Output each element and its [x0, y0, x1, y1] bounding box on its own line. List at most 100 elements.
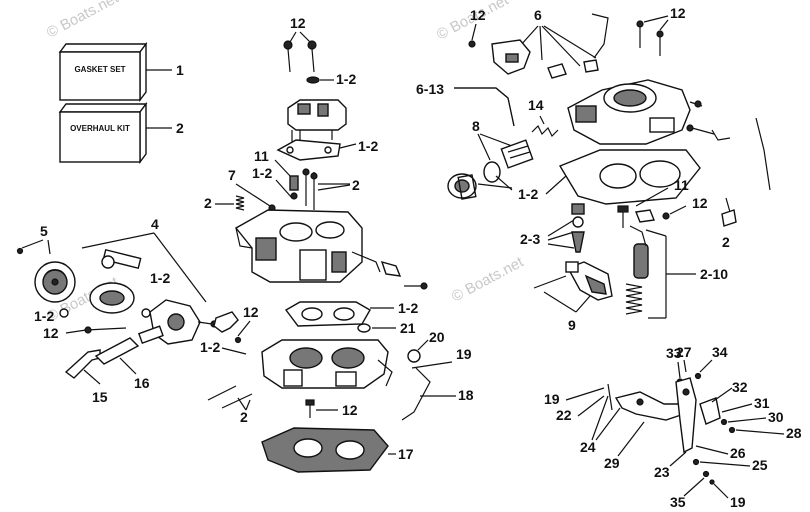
- callout-22: 22: [556, 407, 572, 423]
- callout-1-2: 1-2: [336, 71, 356, 87]
- throttle-lever: [380, 260, 402, 277]
- power-piston-clip: [635, 209, 655, 223]
- callout-24: 24: [580, 439, 596, 455]
- callout-23: 23: [654, 464, 670, 480]
- washer: [306, 76, 320, 84]
- callout-26: 26: [730, 445, 746, 461]
- accelerator-pump-housing: [137, 299, 218, 345]
- choke-gasket: [276, 139, 341, 161]
- callout-1-2: 1-2: [150, 270, 170, 286]
- screw: [468, 40, 476, 48]
- idle-mixture-screws: [207, 385, 253, 409]
- air-horn-gasket: [558, 149, 701, 205]
- screw: [662, 212, 670, 220]
- callout-2: 2: [240, 409, 248, 425]
- clip: [709, 479, 715, 485]
- callout-20: 20: [429, 329, 445, 345]
- callout-4: 4: [151, 216, 159, 232]
- screw-pair: [636, 20, 664, 56]
- callout-25: 25: [752, 457, 768, 473]
- callout-1-2: 1-2: [518, 186, 538, 202]
- overhaul-kit-box: OVERHAUL KIT: [58, 101, 148, 165]
- callout-1-2: 1-2: [358, 138, 378, 154]
- float: [533, 261, 613, 301]
- callout-12: 12: [290, 15, 306, 31]
- screw: [310, 172, 318, 180]
- screw: [728, 426, 736, 434]
- callout-2-10: 2-10: [700, 266, 728, 282]
- callout-12: 12: [470, 7, 486, 23]
- callout-18: 18: [458, 387, 474, 403]
- retainer-clip: [721, 209, 737, 227]
- callout-31: 31: [754, 395, 770, 411]
- throttle-body: [261, 339, 393, 389]
- needle-and-seat: [571, 203, 585, 253]
- callout-34: 34: [712, 344, 728, 360]
- gasket-ring: [483, 161, 501, 183]
- gasket-ring: [59, 308, 69, 318]
- base-gasket: [261, 427, 389, 473]
- fuel-line: [454, 87, 515, 127]
- callout-5: 5: [40, 223, 48, 239]
- inlet-nut: [447, 173, 477, 200]
- screw: [694, 372, 702, 380]
- fuel-filter: [500, 139, 534, 169]
- screw: [702, 470, 710, 478]
- vacuum-break: [491, 39, 531, 75]
- washer: [407, 349, 421, 363]
- callout-1-2: 1-2: [252, 165, 272, 181]
- choke-link-rod: [591, 13, 609, 59]
- callout-12: 12: [692, 195, 708, 211]
- fast-idle-cam: [607, 383, 685, 421]
- air-horn: [567, 79, 691, 145]
- callout-32: 32: [732, 379, 748, 395]
- callout-19: 19: [544, 391, 560, 407]
- callout-2-3: 2-3: [520, 231, 540, 247]
- callout-29: 29: [604, 455, 620, 471]
- pump-lever-link: [101, 248, 142, 270]
- idle-screw: [404, 282, 428, 290]
- throttle-rod: [401, 367, 431, 421]
- screw: [302, 168, 310, 176]
- callout-15: 15: [92, 389, 108, 405]
- callout-12: 12: [670, 5, 686, 21]
- screw: [720, 418, 728, 426]
- callout-6: 6: [534, 7, 542, 23]
- callout-19: 19: [456, 346, 472, 362]
- callout-2: 2: [176, 120, 184, 136]
- gasket-set-box: GASKET SET: [58, 41, 148, 103]
- bracket-clip: [547, 59, 599, 79]
- bracket: [213, 311, 239, 333]
- screw: [234, 336, 242, 344]
- callout-35: 35: [670, 494, 686, 510]
- inlet-spring: [531, 124, 559, 138]
- gasket-ring: [141, 308, 151, 318]
- callout-30: 30: [768, 409, 784, 425]
- mounting-screw: [305, 399, 315, 418]
- screw: [16, 247, 24, 255]
- power-piston: [625, 225, 649, 315]
- screw-pair: [283, 40, 317, 73]
- callout-1-2: 1-2: [398, 300, 418, 316]
- screw: [692, 458, 700, 466]
- callout-9: 9: [568, 317, 576, 333]
- callout-2: 2: [352, 177, 360, 193]
- callout-12: 12: [243, 304, 259, 320]
- choke-thermostat-housing: [287, 99, 347, 142]
- callout-7: 7: [228, 167, 236, 183]
- choke-cover: [34, 261, 76, 303]
- callout-21: 21: [400, 320, 416, 336]
- callout-11: 11: [674, 177, 689, 193]
- fuel-tube: [94, 337, 140, 365]
- float-bowl-body: [234, 209, 381, 283]
- callout-11: 11: [254, 148, 269, 164]
- overhaul-kit-label: OVERHAUL KIT: [70, 124, 130, 133]
- screw: [84, 326, 92, 334]
- callout-12: 12: [43, 325, 59, 341]
- callout-1-2: 1-2: [34, 308, 54, 324]
- watermark: © Boats.net: [44, 0, 122, 42]
- callout-19: 19: [730, 494, 746, 510]
- callout-33: 33: [666, 345, 682, 361]
- watermark: © Boats.net: [449, 253, 527, 305]
